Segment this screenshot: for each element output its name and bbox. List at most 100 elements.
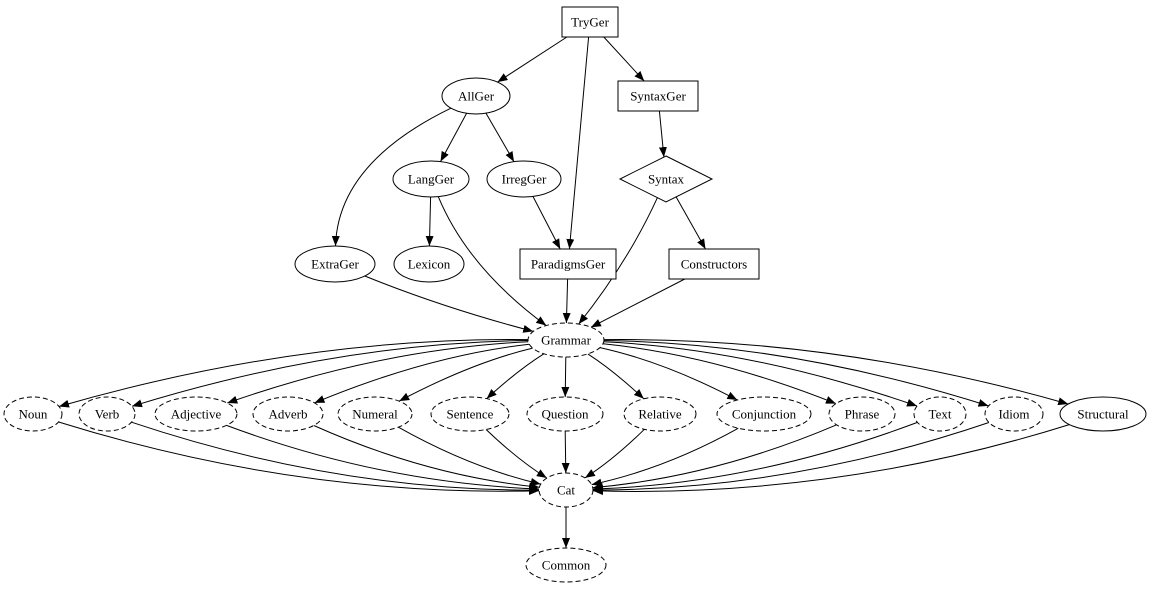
node-shape-paradigmsger (519, 248, 617, 280)
node-sentence: Sentence (430, 396, 510, 432)
node-grammar: Grammar (527, 322, 605, 358)
node-label-adjective: Adjective (171, 407, 222, 422)
edge-numeral-to-cat (398, 426, 541, 486)
node-label-numeral: Numeral (352, 407, 398, 422)
node-syntax: Syntax (618, 155, 714, 203)
node-question: Question (526, 396, 604, 432)
edge-irregger-to-paradigmsger (532, 196, 561, 250)
edge-grammar-to-numeral (398, 347, 533, 402)
node-verb: Verb (78, 396, 136, 432)
node-shape-numeral (337, 396, 413, 432)
edge-conjunction-to-cat (591, 427, 739, 487)
node-irregger: IrregGer (486, 160, 562, 198)
node-common: Common (525, 547, 607, 583)
edge-langger-to-grammar (437, 196, 547, 326)
node-cat: Cat (538, 472, 594, 508)
node-phrase: Phrase (828, 396, 896, 432)
edge-adverb-to-cat (313, 425, 540, 491)
node-shape-structural (1059, 396, 1147, 432)
node-shape-grammar (527, 322, 605, 358)
node-shape-syntax (618, 155, 714, 203)
edge-tryger-to-syntaxger (603, 36, 645, 82)
node-shape-relative (623, 396, 697, 432)
edge-grammar-to-verb (131, 340, 529, 408)
edge-phrase-to-cat (592, 424, 837, 491)
edge-grammar-to-noun (58, 339, 529, 408)
node-shape-common (525, 547, 607, 583)
node-conjunction: Conjunction (716, 396, 812, 432)
node-shape-adjective (154, 396, 238, 432)
node-relative: Relative (623, 396, 697, 432)
node-allger: AllGer (441, 77, 511, 115)
node-numeral: Numeral (337, 396, 413, 432)
node-shape-lexicon (393, 245, 465, 283)
edge-verb-to-cat (131, 421, 540, 495)
edge-idiom-to-cat (592, 422, 990, 494)
node-label-constructors: Constructors (681, 257, 747, 272)
edge-syntax-to-grammar (578, 197, 658, 325)
node-label-noun: Noun (19, 407, 48, 422)
node-noun: Noun (3, 396, 63, 432)
edge-text-to-cat (592, 421, 918, 493)
node-label-relative: Relative (638, 407, 682, 422)
edge-grammar-to-adverb (314, 343, 530, 404)
node-label-adverb: Adverb (269, 407, 308, 422)
node-text: Text (913, 396, 967, 432)
edge-syntax-to-constructors (675, 196, 706, 250)
node-label-lexicon: Lexicon (408, 257, 451, 272)
node-shape-langger (392, 160, 470, 198)
node-label-text: Text (929, 407, 952, 422)
node-adjective: Adjective (154, 396, 238, 432)
node-label-syntaxger: SyntaxGer (630, 89, 686, 104)
node-tryger: TryGer (561, 6, 619, 38)
node-shape-extrager (294, 245, 376, 283)
node-shape-irregger (486, 160, 562, 198)
node-label-tryger: TryGer (571, 15, 609, 30)
node-label-question: Question (542, 407, 589, 422)
node-label-cat: Cat (557, 483, 575, 498)
edge-allger-to-extrager (331, 107, 452, 247)
node-paradigmsger: ParadigmsGer (519, 248, 617, 280)
edge-tryger-to-allger (497, 36, 568, 83)
edge-paradigmsger-to-grammar (562, 278, 571, 324)
edge-question-to-cat (561, 430, 570, 474)
node-label-idiom: Idiom (998, 407, 1029, 422)
node-langger: LangGer (392, 160, 470, 198)
node-label-grammar: Grammar (541, 333, 591, 348)
node-shape-text (913, 396, 967, 432)
node-shape-sentence (430, 396, 510, 432)
edge-extrager-to-grammar (364, 275, 534, 333)
edge-adjective-to-cat (226, 424, 540, 493)
node-syntaxger: SyntaxGer (617, 80, 699, 112)
edge-relative-to-cat (584, 428, 645, 479)
edge-noun-to-cat (58, 421, 540, 495)
edge-layer (58, 36, 1070, 548)
edge-constructors-to-grammar (590, 278, 686, 328)
node-label-sentence: Sentence (447, 407, 494, 422)
node-adverb: Adverb (252, 396, 324, 432)
edge-grammar-to-phrase (603, 343, 837, 405)
edge-grammar-to-text (603, 341, 918, 407)
node-shape-allger (441, 77, 511, 115)
node-shape-idiom (984, 396, 1044, 432)
node-label-structural: Structural (1077, 407, 1129, 422)
node-shape-cat (538, 472, 594, 508)
edge-allger-to-irregger (485, 112, 515, 162)
node-shape-question (526, 396, 604, 432)
edge-grammar-to-sentence (486, 353, 545, 399)
node-shape-syntaxger (617, 80, 699, 112)
node-label-paradigmsger: ParadigmsGer (531, 257, 606, 272)
node-shape-noun (3, 396, 63, 432)
edge-langger-to-lexicon (425, 196, 434, 247)
edge-syntaxger-to-syntax (658, 110, 667, 158)
node-shape-constructors (668, 248, 760, 280)
node-label-allger: AllGer (458, 89, 495, 104)
edge-tryger-to-paradigmsger (566, 36, 590, 250)
edge-grammar-to-question (561, 356, 570, 398)
edge-grammar-to-idiom (603, 340, 989, 407)
node-label-phrase: Phrase (845, 407, 880, 422)
node-constructors: Constructors (668, 248, 760, 280)
